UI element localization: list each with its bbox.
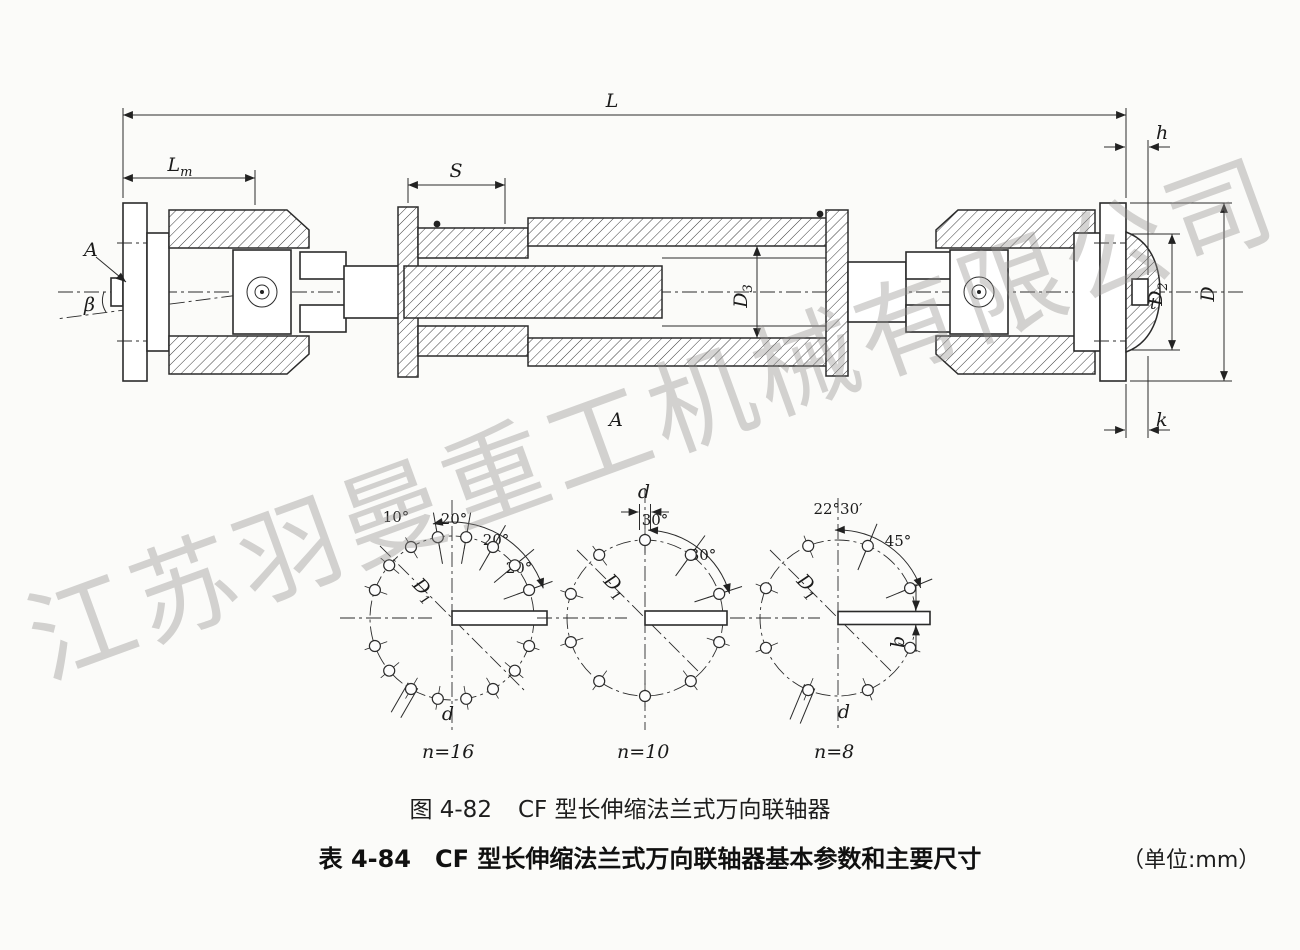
- section-a-label: A: [607, 409, 623, 431]
- table-title: CF 型长伸缩法兰式万向联轴器基本参数和主要尺寸: [435, 845, 982, 873]
- figure-title: CF 型长伸缩法兰式万向联轴器: [517, 797, 831, 823]
- table-caption: 表 4-84 CF 型长伸缩法兰式万向联轴器基本参数和主要尺寸: [0, 839, 1300, 874]
- dim-k-label: k: [1156, 409, 1168, 431]
- hole-count-label: n=16: [422, 741, 474, 763]
- angle-label: 30°: [642, 511, 669, 529]
- dim-D-label: D: [1197, 286, 1219, 302]
- hole-count-label: n=8: [814, 741, 854, 763]
- right-universal-joint: [905, 209, 1101, 375]
- angle-label: 30°: [690, 546, 717, 564]
- dim-Lm-label: Lm: [167, 154, 193, 180]
- dim-h-label: h: [1156, 122, 1168, 144]
- angle-label: 22°30′: [813, 500, 863, 518]
- unit-note: （单位:mm）: [1122, 848, 1261, 873]
- telescopic-spline-section: [343, 206, 907, 378]
- dim-D2-label: D2: [1145, 282, 1171, 307]
- hole-diameter-label: d: [442, 703, 454, 725]
- bolt-holes: [558, 527, 732, 709]
- view-arrow-label: A: [82, 239, 98, 261]
- angle-label: 10°: [383, 508, 410, 526]
- dim-D3-label: D3: [730, 284, 756, 309]
- dim-L-label: L: [605, 90, 619, 112]
- dim-S-label: S: [449, 160, 462, 182]
- left-flange: [110, 202, 170, 382]
- bolt-pattern-n10: d 30° 30° D1 n=10: [537, 481, 743, 763]
- hole-count-label: n=10: [617, 741, 669, 763]
- dim-t-label: t: [1150, 294, 1157, 313]
- weld-dot-right: [816, 210, 824, 218]
- coupling-figure-drawing: L Lm S h k A β A t D3 D2 D 10° 20° 20° 2…: [55, 90, 1245, 763]
- angle-label: 20°: [441, 510, 468, 528]
- figure-caption: 图 4-82 CF 型长伸缩法兰式万向联轴器: [0, 790, 1240, 824]
- figure-number: 图 4-82: [409, 797, 492, 823]
- table-number: 表 4-84: [318, 845, 412, 873]
- bolt-pattern-n8: 22°30′ 45° D1 b d n=8: [730, 498, 933, 763]
- deflection-angle-label: β: [83, 294, 95, 316]
- right-flange: [1094, 202, 1161, 382]
- hole-diameter-label: d: [638, 481, 650, 503]
- hole-diameter-label: d: [838, 701, 850, 723]
- coupling-assembly-view: [55, 202, 1245, 382]
- bolt-holes: [362, 524, 542, 712]
- bolt-holes: [753, 533, 923, 703]
- bolt-pattern-n16: 10° 20° 20° 20° D1 d n=16: [340, 500, 553, 763]
- dimension-lines: [95, 108, 1232, 438]
- left-universal-joint: [168, 209, 347, 375]
- pitch-diameter-label: D1: [405, 573, 441, 609]
- angle-label: 45°: [885, 532, 912, 550]
- weld-dot-left: [433, 220, 441, 228]
